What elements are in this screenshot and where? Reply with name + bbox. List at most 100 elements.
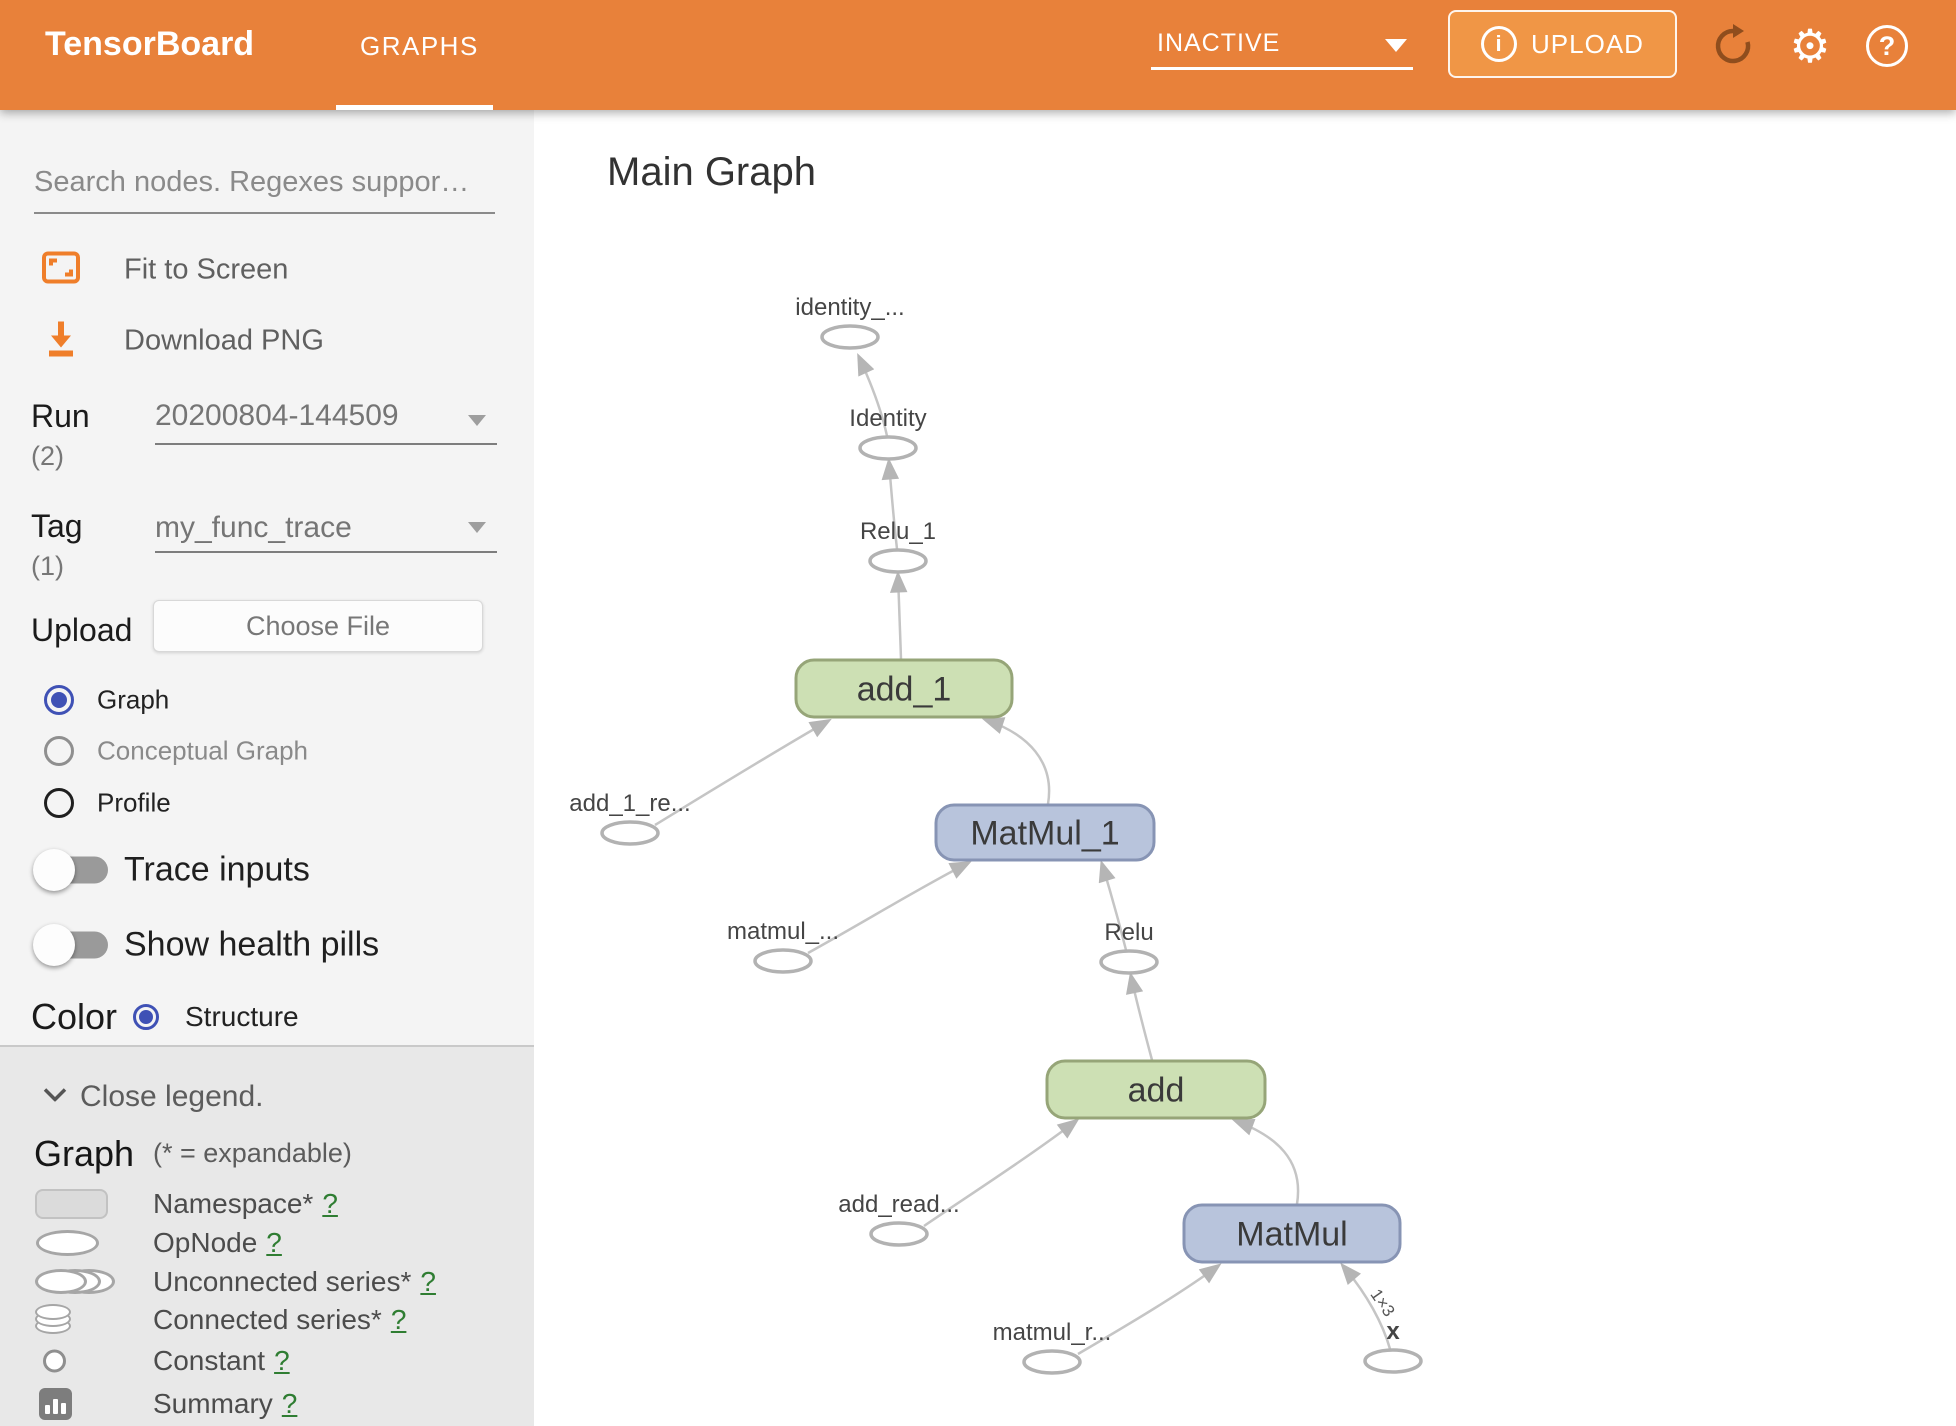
refresh-icon[interactable]: [1709, 22, 1757, 70]
svg-text:Identity: Identity: [849, 405, 926, 432]
info-icon: i: [1481, 26, 1518, 62]
tag-select[interactable]: my_func_trace: [155, 511, 352, 544]
help-icon[interactable]: ?: [1863, 22, 1911, 70]
graph-edge: [857, 353, 889, 437]
op-ellipse-node-identity[interactable]: identity_...: [795, 294, 905, 350]
tag-label: Tag: [31, 508, 83, 544]
toggle-show-health-pills[interactable]: Show health pills: [0, 917, 534, 973]
radio-icon[interactable]: [44, 788, 74, 818]
choose-file-button[interactable]: Choose File: [153, 600, 483, 652]
legend-item-constant: Constant?: [0, 1341, 534, 1381]
svg-text:MatMul_1: MatMul_1: [970, 815, 1119, 853]
run-label: Run: [31, 398, 90, 434]
radio-option-label: Profile: [97, 787, 171, 818]
active-tab-indicator: [336, 105, 493, 110]
graph-edge: [807, 861, 972, 955]
search-input[interactable]: [34, 152, 495, 214]
namespace-swatch: [35, 1189, 108, 1219]
fit-to-screen-label: Fit to Screen: [124, 253, 289, 286]
sidebar: Fit to Screen Download PNG Run (2) 20200…: [0, 110, 534, 1426]
status-dropdown-caret-icon[interactable]: [1385, 39, 1407, 52]
legend-item-label: Namespace*?: [153, 1188, 338, 1219]
close-legend-button[interactable]: Close legend.: [0, 1075, 534, 1119]
graph-edge: [1098, 859, 1128, 951]
legend-help-link[interactable]: ?: [322, 1188, 338, 1219]
legend-help-link[interactable]: ?: [274, 1345, 290, 1376]
op-ellipse-node-matmulr[interactable]: matmul_r...: [993, 1319, 1112, 1375]
fit-to-screen-button[interactable]: Fit to Screen: [0, 240, 534, 300]
opnode-swatch: [36, 1230, 99, 1256]
tag-select-underline: [155, 551, 497, 553]
legend-subtitle: (* = expandable): [153, 1138, 352, 1168]
op-ellipse-node-add1re[interactable]: add_1_re...: [569, 790, 691, 846]
svg-text:MatMul: MatMul: [1236, 1216, 1347, 1254]
legend-help-link[interactable]: ?: [281, 1388, 298, 1419]
run-select[interactable]: 20200804-144509: [155, 399, 399, 432]
settings-gear-icon[interactable]: ⚙: [1789, 20, 1831, 72]
run-select-caret-icon[interactable]: [468, 415, 486, 426]
run-select-underline: [155, 443, 497, 445]
graph-edge: [881, 457, 900, 550]
op-rect-node-add[interactable]: add: [1045, 1059, 1267, 1120]
op-ellipse-node-addread[interactable]: add_read...: [838, 1191, 960, 1247]
svg-text:Relu: Relu: [1104, 919, 1153, 946]
op-rect-node-MatMul[interactable]: MatMul: [1182, 1203, 1402, 1264]
status-dropdown[interactable]: INACTIVE: [1157, 29, 1281, 57]
tab-graphs[interactable]: GRAPHS: [360, 31, 479, 61]
op-rect-node-MatMul_1[interactable]: MatMul_1: [934, 803, 1156, 862]
app-logo: TensorBoard: [45, 25, 255, 63]
download-png-label: Download PNG: [124, 324, 324, 357]
op-rect-node-add_1[interactable]: add_1: [794, 658, 1014, 719]
legend-help-link[interactable]: ?: [266, 1227, 282, 1258]
op-ellipse-node-matmul[interactable]: matmul_...: [727, 918, 839, 974]
toggle-thumb[interactable]: [33, 849, 75, 891]
radio-option-profile[interactable]: Profile: [0, 778, 534, 828]
toggle-thumb[interactable]: [33, 924, 75, 966]
svg-text:matmul_r...: matmul_r...: [993, 1319, 1112, 1346]
legend-help-link[interactable]: ?: [390, 1304, 407, 1335]
radio-option-label: Conceptual Graph: [97, 735, 309, 766]
op-ellipse-node-Identity[interactable]: Identity: [849, 405, 927, 461]
graph-edge: [923, 1118, 1080, 1228]
upload-button[interactable]: i UPLOAD: [1448, 10, 1677, 78]
upload-file-label: Upload: [31, 612, 133, 648]
legend-item-label: OpNode?: [153, 1227, 282, 1258]
op-ellipse-node-x[interactable]: x: [1363, 1318, 1423, 1374]
legend-item-label: Unconnected series*?: [153, 1266, 436, 1297]
radio-option-graph[interactable]: Graph: [0, 675, 534, 725]
graph-edge: [1126, 971, 1154, 1061]
graph-canvas[interactable]: 1×3 identity_...IdentityRelu_1add_1_re..…: [534, 110, 1956, 1426]
chevron-down-icon: [43, 1088, 67, 1107]
op-ellipse-node-Relu1[interactable]: Relu_1: [860, 518, 936, 574]
svg-text:add_1_re...: add_1_re...: [569, 790, 690, 817]
graph-edge: [1231, 1118, 1300, 1205]
download-icon: [41, 320, 81, 363]
color-by-label: Color: [31, 996, 118, 1037]
graph-edge: [1340, 1262, 1392, 1350]
fit-to-screen-icon: [41, 251, 81, 290]
legend-item-opnode: OpNode?: [0, 1223, 534, 1263]
legend-help-link[interactable]: ?: [420, 1266, 436, 1297]
op-ellipse-node-Relu[interactable]: Relu: [1099, 919, 1159, 975]
legend-title: Graph: [34, 1133, 135, 1174]
svg-text:add: add: [1128, 1072, 1185, 1110]
tag-select-caret-icon[interactable]: [468, 522, 486, 533]
graph-edge: [1077, 1263, 1222, 1356]
radio-icon[interactable]: [44, 685, 74, 715]
status-dropdown-underline: [1151, 67, 1413, 70]
download-png-button[interactable]: Download PNG: [0, 311, 534, 371]
legend-item-label: Summary?: [153, 1388, 298, 1419]
legend-item-namespace: Namespace*?: [0, 1184, 534, 1224]
toggle-label: Trace inputs: [124, 850, 310, 889]
graph-edge: [889, 570, 908, 660]
run-count: (2): [31, 441, 64, 471]
legend-item-unconnected-series: Unconnected series*?: [0, 1262, 534, 1302]
radio-icon[interactable]: [44, 736, 74, 766]
radio-option-conceptual-graph[interactable]: Conceptual Graph: [0, 726, 534, 776]
svg-text:add_read...: add_read...: [838, 1191, 959, 1218]
toggle-trace-inputs[interactable]: Trace inputs: [0, 842, 534, 898]
color-structure-radio[interactable]: [133, 1004, 159, 1030]
graph-edge: [654, 718, 832, 827]
